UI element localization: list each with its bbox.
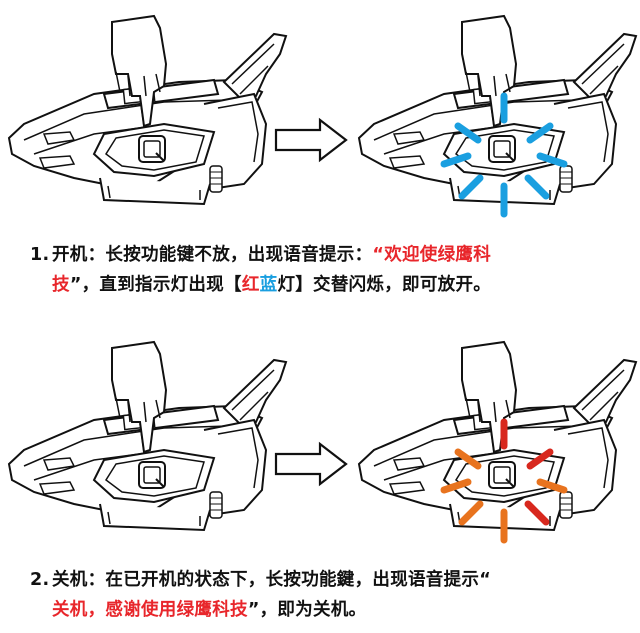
step2-caption: 2.关机：在已开机的状态下，长按功能鍵，出现语音提示“ 关机，感谢使用绿鹰科技”…	[30, 565, 630, 625]
step1-text-a: 开机：长按功能键不放，出现语音提示：	[52, 245, 373, 265]
right-arrow-icon	[272, 440, 352, 492]
step2-text-b: ”，即为关机。	[247, 600, 367, 620]
step2-number: 2.	[30, 570, 50, 590]
device-illustration-step1-lights	[354, 14, 640, 234]
step1-blue-word: 蓝	[259, 275, 278, 295]
device-illustration-step2-before	[4, 340, 294, 540]
step2-voice: 关机，感谢使用绿鹰科技	[52, 600, 248, 620]
step1-text-c: 灯】交替闪烁，即可放开。	[277, 275, 492, 295]
device-illustration-step1-before	[4, 14, 294, 214]
blue-light-rays	[440, 92, 568, 218]
step1-voice-a: “欢迎使绿鹰科	[372, 245, 492, 265]
step1-number: 1.	[30, 245, 50, 265]
step2-text-a: 关机：在已开机的状态下，长按功能鍵，出现语音提示“	[52, 570, 491, 590]
step1-caption: 1.开机：长按功能键不放，出现语音提示：“欢迎使绿鹰科 技”，直到指示灯出现【红…	[30, 240, 630, 300]
step1-text-b: ”，直到指示灯出现【	[69, 275, 242, 295]
device-illustration-step2-lights	[354, 340, 640, 560]
step1-voice-b: 技	[52, 275, 70, 295]
step1-red-word: 红	[241, 275, 260, 295]
red-light-rays	[440, 418, 568, 544]
right-arrow-icon	[272, 116, 352, 168]
